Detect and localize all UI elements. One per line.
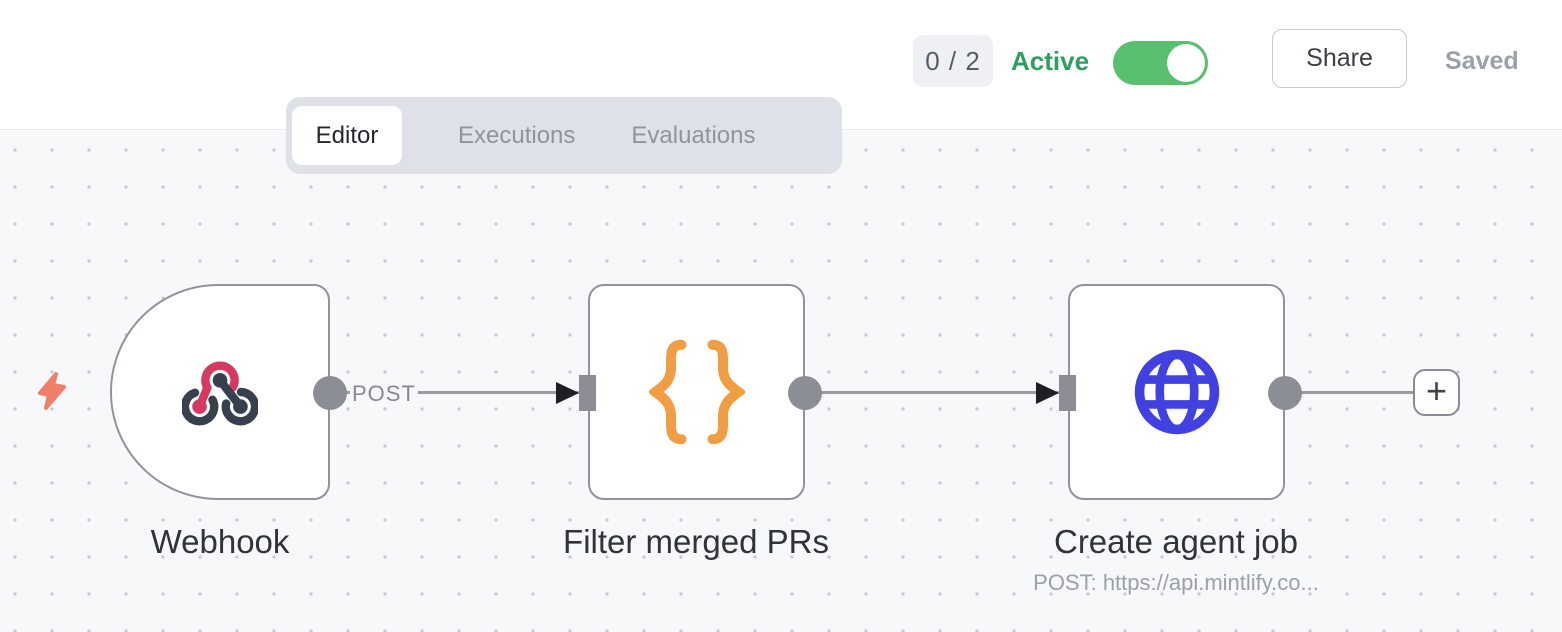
workflow-canvas[interactable]: POST + Webhook Filter merged PRs Create …: [0, 131, 1562, 632]
webhook-output-port[interactable]: [313, 376, 347, 410]
node-label-webhook[interactable]: Webhook: [150, 523, 290, 560]
globe-icon: [1134, 349, 1219, 435]
tab-editor[interactable]: Editor: [292, 106, 402, 165]
code-braces-icon: [648, 333, 745, 451]
connection-filter-create[interactable]: [805, 391, 1060, 394]
issue-count-badge: 0 / 2: [913, 35, 993, 87]
connection-create-add[interactable]: [1285, 391, 1415, 394]
connection-arrowhead: [1036, 382, 1059, 404]
view-tabbar: Editor Executions Evaluations: [286, 97, 842, 174]
connection-webhook-filter[interactable]: [330, 391, 580, 394]
connection-post-label: POST: [350, 381, 418, 407]
node-label-create-agent-job[interactable]: Create agent job: [1053, 523, 1298, 560]
tab-evaluations[interactable]: Evaluations: [631, 121, 756, 149]
node-webhook[interactable]: [110, 284, 330, 500]
active-toggle[interactable]: [1113, 41, 1208, 85]
trigger-bolt-icon: [38, 372, 66, 410]
toggle-knob: [1167, 44, 1205, 82]
tab-executions[interactable]: Executions: [458, 121, 576, 149]
share-button[interactable]: Share: [1272, 29, 1407, 88]
node-create-agent-job[interactable]: [1068, 284, 1285, 500]
filter-input-port[interactable]: [579, 375, 596, 411]
create-input-port[interactable]: [1059, 375, 1076, 411]
active-label: Active: [1011, 46, 1090, 76]
node-sublabel-create-agent-job: POST: https://api.mintlify.co...: [1033, 570, 1319, 595]
webhook-icon: [182, 361, 258, 426]
connection-arrowhead: [556, 382, 579, 404]
create-output-port[interactable]: [1268, 376, 1302, 410]
add-node-button[interactable]: +: [1413, 369, 1460, 416]
filter-output-port[interactable]: [788, 376, 822, 410]
node-label-filter-merged-prs[interactable]: Filter merged PRs: [563, 523, 829, 560]
node-filter-merged-prs[interactable]: [588, 284, 805, 500]
saved-status: Saved: [1445, 47, 1519, 75]
